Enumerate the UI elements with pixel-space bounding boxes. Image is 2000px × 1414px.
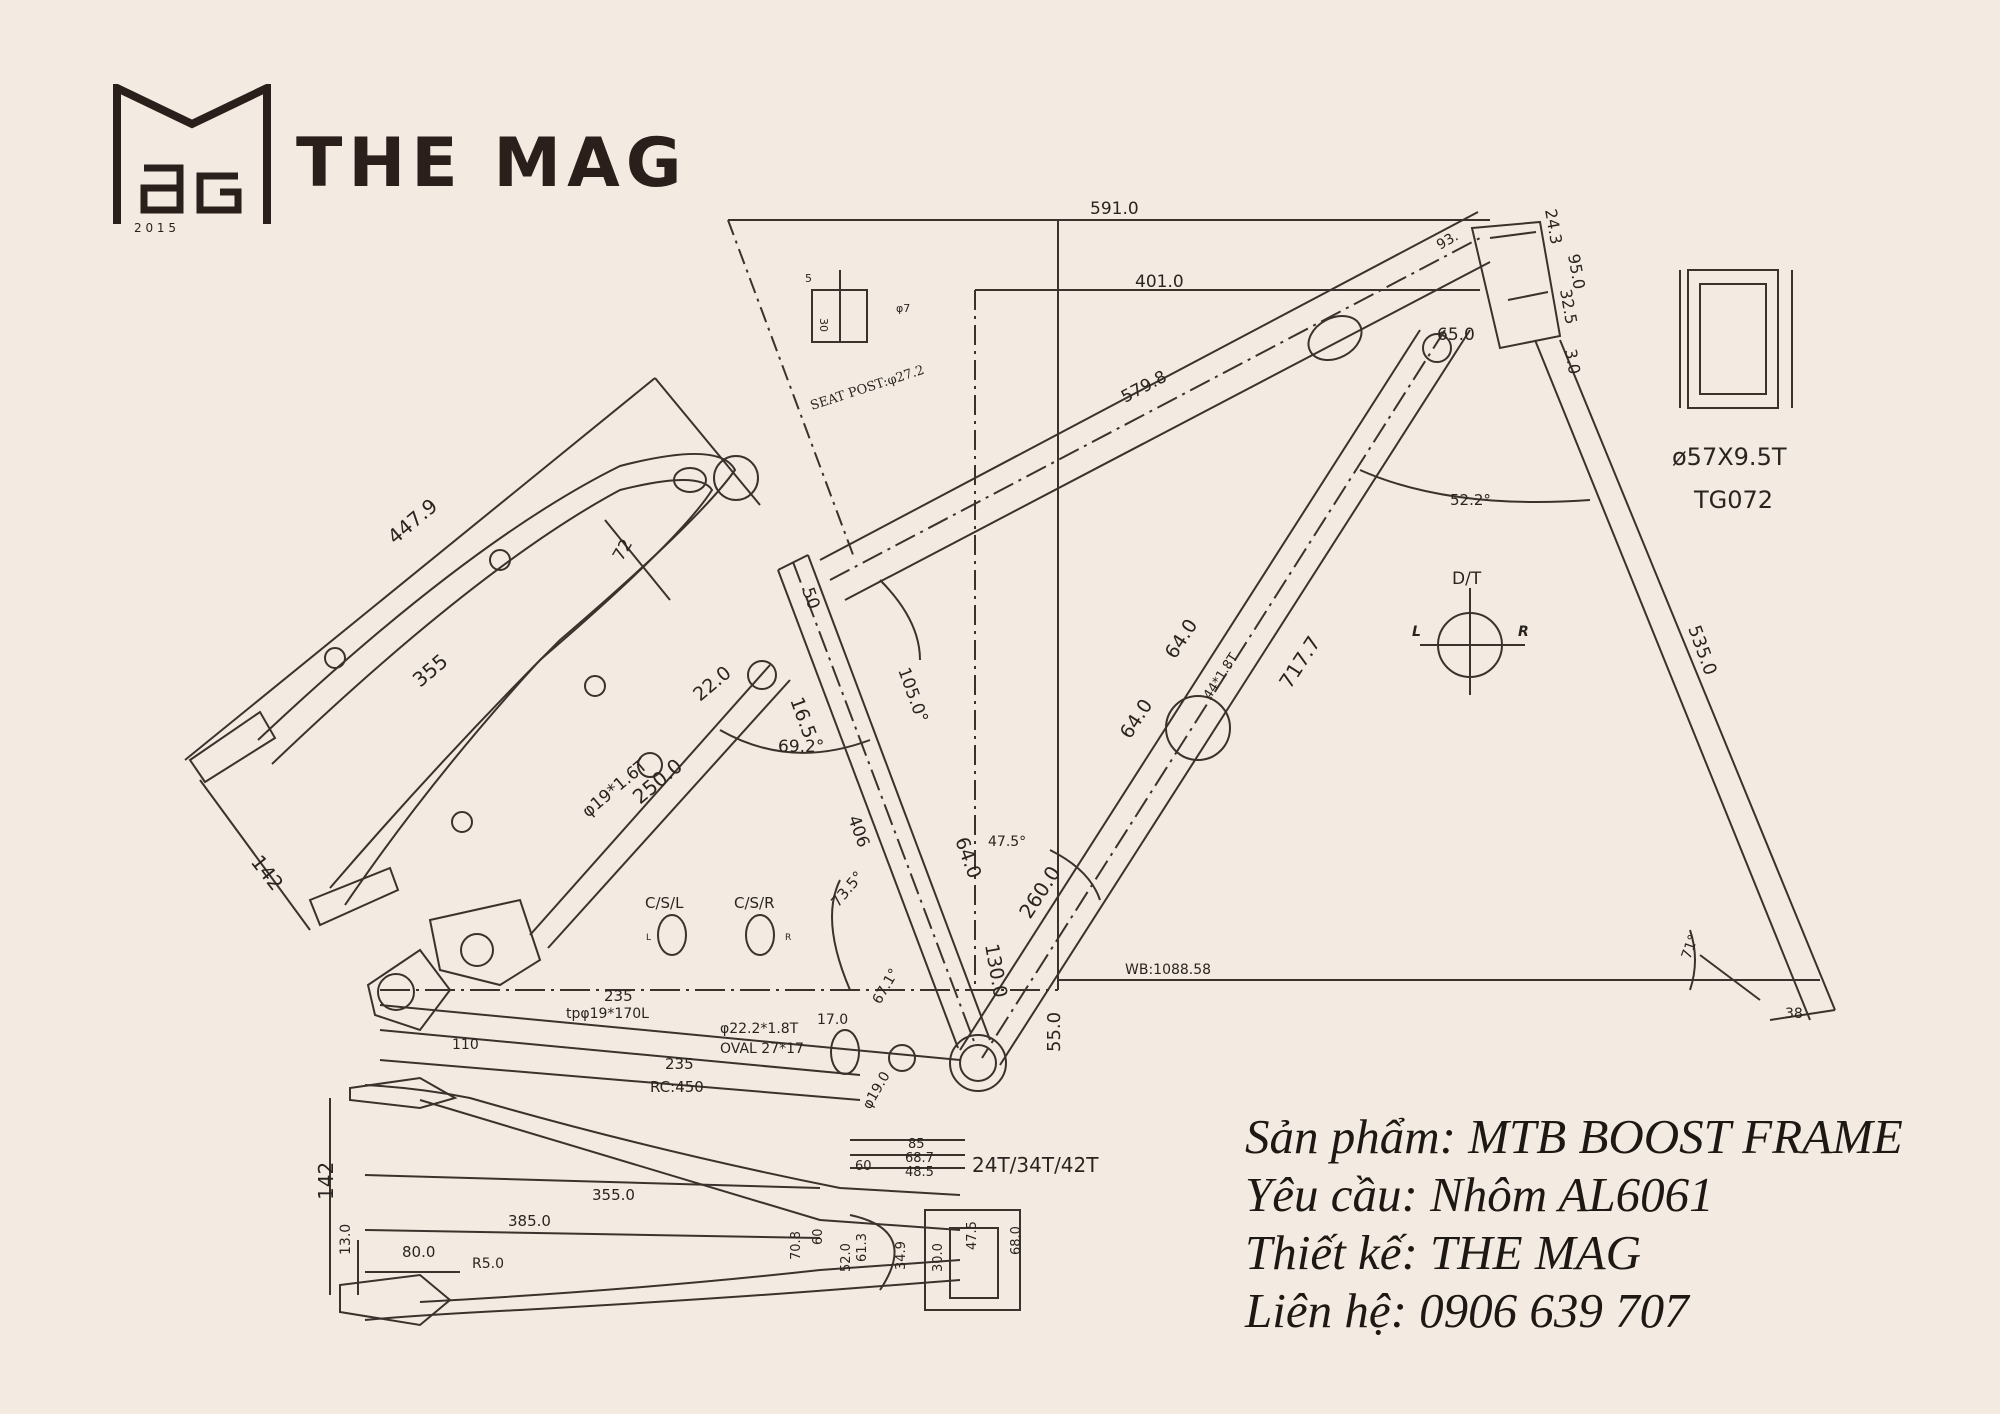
dim-head-65: 65.0 [1437,325,1475,345]
seat-post-spec: SEAT POST:φ27.2 [809,363,927,414]
cs-right-label: C/S/R [734,894,775,912]
the-mag-logo: 2 0 1 5 [113,84,271,234]
product-info-block: Sản phẩm: MTB BOOST FRAME Yêu cầu: Nhôm … [1245,1108,1903,1340]
designer-line: Thiết kế: THE MAG [1245,1225,1641,1280]
dim-bottle-64a: 64.0 [1116,695,1157,742]
cs-235a: 235 [604,987,633,1005]
dim-stay-355: 355 [408,649,453,692]
dim-stay-22: 22.0 [689,662,736,706]
dim-fork-38: 38 [1785,1006,1803,1022]
bot-47: 47.5 [965,1221,980,1250]
bot-30: 30.0 [931,1243,946,1272]
sp-5: 5 [805,272,812,285]
bot-80: 80.0 [402,1243,435,1261]
logo-year: 2 0 1 5 [134,221,176,234]
cs-22: φ22.2*1.8T [720,1021,799,1037]
dim-fork-535: 535.0 [1683,623,1720,679]
dim-seat-tube-406: 406 [843,813,873,850]
cs-17: 17.0 [817,1012,848,1028]
cs-235b: 235 [665,1055,694,1073]
bot-r5: R5.0 [472,1256,504,1272]
dim-cable-64: 64.0 [950,834,985,881]
bb-19: φ19.0 [860,1069,894,1112]
dim-top-length: 591.0 [1090,199,1139,219]
cs-l-marker: L [646,933,651,943]
gear-spec: 24T/34T/42T [972,1153,1099,1177]
down-tube-spec: 44*1.8T [1201,651,1242,703]
sp-30: 30 [817,318,830,332]
dim-stay-72: 72 [609,536,637,565]
dim-angle-73: 73.5° [827,868,867,911]
dim-angle-69: 69.2° [778,737,824,757]
product-line: Sản phẩm: MTB BOOST FRAME [1245,1109,1903,1164]
bot-142: 142 [314,1162,338,1200]
dim-seat-tube-50: 50 [797,585,823,612]
cs-left-label: C/S/L [645,894,684,912]
dim-reach: 401.0 [1135,272,1184,292]
head-tube-code: TG072 [1693,486,1773,514]
head-tube-spec: ø57X9.5T [1672,443,1787,471]
contact-line: Liên hệ: 0906 639 707 [1245,1283,1689,1338]
cs-r-marker: R [785,933,791,943]
dim-seat-stay: 447.9 [383,494,442,549]
dim-down-tube: 717.7 [1274,632,1325,693]
bot-60: 60 [855,1159,872,1174]
cs-110: 110 [452,1037,479,1053]
dim-angle-67: 67.1° [870,966,903,1007]
dim-dropout-142: 142 [246,850,288,895]
dim-top-tube: 579.8 [1118,367,1170,408]
bot-34: 34.9 [894,1241,909,1270]
sp-7: φ7 [896,302,910,315]
bot-355: 355.0 [592,1186,635,1204]
bot-385: 385.0 [508,1212,551,1230]
cs-spec: tpφ19*170L [566,1006,649,1022]
bot-70: 70.8 [789,1231,804,1260]
bot-13: 13.0 [338,1224,354,1255]
dim-stay-16: 16.5 [785,694,820,741]
dim-head-32: 32.5 [1556,287,1581,325]
cs-oval: OVAL 27*17 [720,1041,804,1057]
rc: RC:450 [650,1078,704,1096]
dim-angle-47: 47.5° [988,834,1026,850]
material-line: Yêu cầu: Nhôm AL6061 [1245,1167,1714,1222]
bot-48: 48.5 [905,1165,934,1180]
dim-angle-52: 52.2° [1450,491,1491,509]
bot-52: 52.0 [839,1243,854,1272]
bot-60b: 60 [811,1228,826,1245]
bot-68: 68.7 [905,1151,934,1166]
dt-left: L [1412,624,1421,640]
dim-bottle-64b: 64.0 [1161,615,1202,662]
dim-angle-105: 105.0° [893,665,931,726]
dim-head-24: 24.3 [1541,207,1566,245]
dt-label: D/T [1452,569,1482,589]
bot-68b: 68.0 [1009,1226,1024,1255]
dim-head-3: 3.0 [1561,347,1584,375]
dim-head-95: 95.0 [1564,252,1589,290]
bot-61: 61.3 [855,1233,870,1262]
dim-55: 55.0 [1044,1012,1065,1052]
bot-85: 85 [908,1137,925,1152]
dt-right: R [1518,624,1529,640]
dim-angle-71: 71° [1679,933,1703,962]
wheelbase: WB:1088.58 [1125,962,1211,978]
brand-name: THE MAG [296,124,688,203]
